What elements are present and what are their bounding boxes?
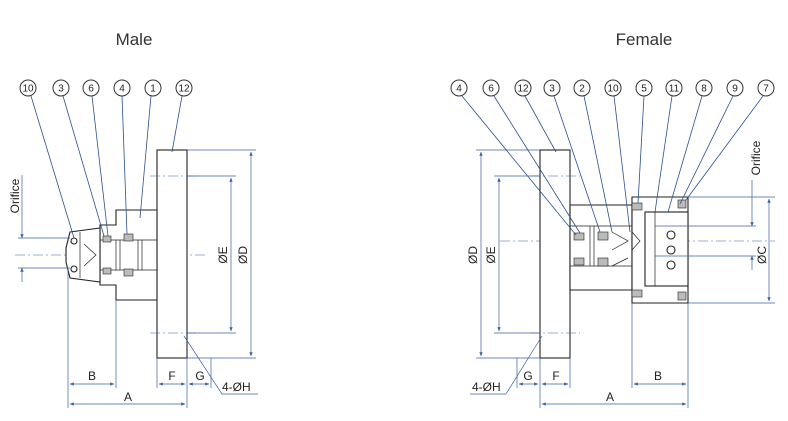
female-balloon-9: 9: [679, 79, 744, 205]
svg-text:12: 12: [517, 84, 529, 95]
svg-text:6: 6: [488, 84, 494, 95]
svg-text:3: 3: [58, 84, 64, 95]
female-G-label: G: [523, 369, 532, 383]
male-B-label: B: [88, 369, 96, 383]
female-balloon-10: 10: [604, 79, 631, 233]
svg-text:4: 4: [456, 84, 462, 95]
male-H-label: 4-ØH: [222, 380, 251, 394]
female-body: [569, 204, 633, 291]
male-view: 10 3 6 4 1 12: [8, 79, 258, 408]
svg-text:4: 4: [119, 84, 125, 95]
female-balloon-8: 8: [667, 79, 713, 213]
female-flange: [539, 149, 571, 359]
male-D-label: ØD: [236, 246, 250, 264]
svg-text:10: 10: [22, 84, 34, 95]
male-balloon-12: 12: [171, 79, 193, 153]
female-balloon-12: 12: [514, 79, 557, 153]
female-H-label: 4-ØH: [472, 380, 501, 394]
female-B-label: B: [654, 369, 662, 383]
female-view: 4 6 12 3 2 10 5: [450, 79, 775, 408]
female-E-label: ØE: [484, 246, 498, 263]
male-orifice-label: Orifice: [8, 178, 22, 213]
female-balloon-11: 11: [654, 79, 683, 213]
female-C-label: ØC: [755, 246, 769, 264]
female-F-label: F: [552, 369, 559, 383]
female-A-label: A: [606, 390, 614, 404]
svg-text:3: 3: [549, 84, 555, 95]
male-A-label: A: [124, 390, 132, 404]
svg-text:6: 6: [88, 84, 94, 95]
svg-text:9: 9: [732, 84, 738, 95]
female-balloon-2: 2: [573, 79, 613, 233]
male-body: [99, 209, 158, 301]
female-balloon-5: 5: [635, 79, 653, 204]
female-balloon-3: 3: [543, 79, 601, 233]
male-title: Male: [116, 30, 153, 49]
svg-text:12: 12: [178, 84, 190, 95]
svg-text:7: 7: [763, 84, 769, 95]
female-title: Female: [616, 30, 673, 49]
male-balloon-3: 3: [52, 79, 105, 237]
female-orifice-label: Orifice: [749, 140, 763, 175]
svg-text:10: 10: [607, 84, 619, 95]
svg-text:2: 2: [579, 84, 585, 95]
male-flange: [156, 149, 188, 359]
male-balloon-1: 1: [139, 79, 162, 219]
male-nose: [65, 227, 101, 283]
male-F-label: F: [168, 369, 175, 383]
male-balloon-6: 6: [82, 79, 109, 237]
svg-text:11: 11: [669, 84, 680, 95]
svg-text:1: 1: [150, 84, 156, 95]
male-balloon-4: 4: [113, 79, 131, 235]
svg-text:5: 5: [641, 84, 647, 95]
female-balloon-6: 6: [482, 79, 581, 234]
male-G-label: G: [195, 369, 204, 383]
svg-text:8: 8: [701, 84, 707, 95]
female-balloon-7: 7: [685, 79, 775, 201]
male-E-label: ØE: [216, 246, 230, 263]
female-D-label: ØD: [466, 246, 480, 264]
male-balloon-10: 10: [19, 79, 75, 239]
female-balloon-4: 4: [450, 79, 577, 236]
